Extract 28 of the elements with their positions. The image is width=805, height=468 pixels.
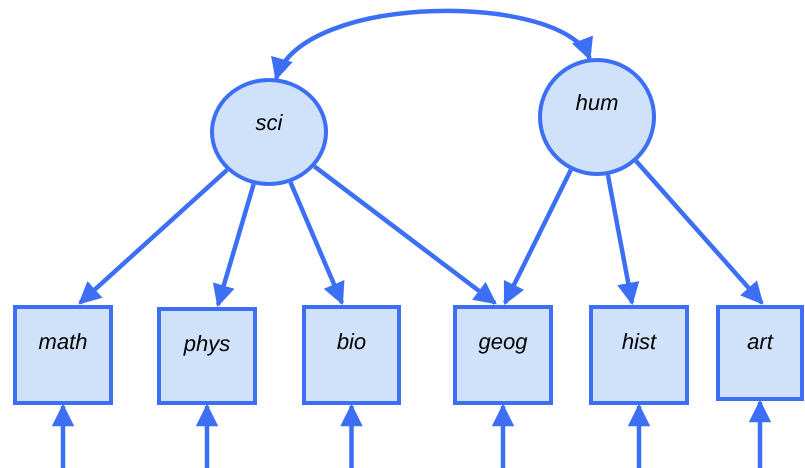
observed-variable-box — [716, 305, 804, 401]
observed-variable-box — [453, 305, 553, 405]
error-arrow — [628, 404, 650, 468]
observed-variable-box — [157, 307, 257, 405]
variable-label: bio — [336, 329, 366, 355]
covariance-arrow — [274, 8, 592, 80]
arrow — [634, 160, 764, 305]
error-arrow — [492, 404, 514, 468]
error-arrow — [196, 404, 218, 468]
arrow — [606, 174, 640, 306]
variable-label: phys — [184, 331, 230, 357]
observed-variable-box — [13, 305, 113, 405]
variable-label: hist — [622, 329, 656, 355]
variable-label: art — [747, 329, 773, 355]
observed-variable-box — [302, 305, 401, 405]
arrow — [288, 181, 344, 306]
variable-label: sci — [256, 110, 282, 136]
variable-label: geog — [478, 329, 528, 355]
arrow — [502, 168, 573, 306]
error-arrow — [52, 404, 74, 468]
variable-label: math — [38, 329, 88, 355]
error-arrow — [748, 400, 772, 468]
arrow — [212, 184, 256, 308]
error-arrow — [340, 404, 363, 468]
observed-variable-box — [589, 305, 689, 405]
arrow — [78, 168, 229, 305]
variable-label: hum — [576, 90, 618, 116]
arrow — [313, 164, 497, 305]
